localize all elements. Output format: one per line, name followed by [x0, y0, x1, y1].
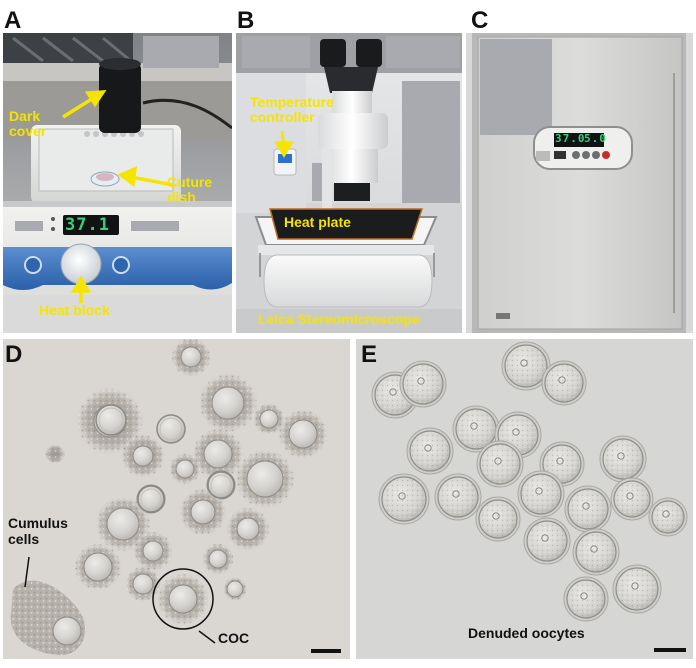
cumulus-oocyte-complex	[253, 403, 285, 435]
denuded-oocyte	[539, 441, 585, 487]
cumulus-oocyte-complex	[226, 507, 270, 551]
denuded-oocyte	[523, 517, 571, 565]
cumulus-oocyte-complex	[171, 339, 211, 377]
denuded-oocyte	[599, 435, 647, 483]
redaction-box	[143, 36, 219, 68]
cumulus-cells-label: Cumulus cells	[8, 515, 68, 548]
denuded-oocyte	[564, 485, 612, 533]
panel-e: Denuded oocytes	[356, 339, 693, 659]
scale-bar	[654, 648, 686, 652]
incubator-photo	[466, 33, 693, 333]
heat-block-label: Heat block	[39, 302, 110, 318]
oocyte	[156, 414, 186, 444]
dark-cover-label: Dark cover	[9, 108, 47, 139]
coc-micrograph	[3, 339, 350, 659]
denuded-oocyte	[610, 477, 654, 521]
panel-d: Cumulus cells COC	[3, 339, 350, 659]
redaction-box	[480, 39, 552, 135]
oocyte	[95, 404, 127, 436]
stereomicroscope-photo	[236, 33, 462, 333]
heat-plate-label: Heat plate	[284, 214, 351, 230]
denuded-oocyte	[501, 341, 551, 391]
cumulus-oocyte-complex	[133, 531, 173, 571]
panel-a-label: A	[4, 7, 22, 34]
denuded-oocyte	[572, 528, 620, 576]
cumulus-oocyte-complex	[192, 428, 244, 480]
denuded-oocyte-micrograph	[356, 339, 693, 659]
denuded-oocyte	[399, 360, 447, 408]
cumulus-oocyte-complex	[223, 577, 247, 601]
cumulus-oocyte-complex	[157, 573, 209, 625]
denuded-oocyte	[378, 473, 430, 525]
panel-d-label: D	[5, 341, 23, 368]
panel-c-label: C	[471, 7, 489, 34]
denuded-oocyte	[434, 473, 482, 521]
heat-block-photo	[3, 33, 232, 333]
denuded-oocyte	[648, 497, 688, 537]
oocyte	[137, 485, 165, 513]
coc-label: COC	[218, 630, 250, 646]
scale-bar	[311, 649, 341, 653]
cumulus-oocyte-complex	[202, 543, 234, 575]
cumulus-oocyte-complex	[125, 566, 161, 602]
incubator-temp-display: 37.0	[555, 132, 586, 145]
denuded-oocyte	[541, 360, 587, 406]
temperature-controller-label: Temperature controller	[250, 94, 334, 125]
denuded-oocyte	[517, 470, 565, 518]
denuded-oocyte	[452, 405, 500, 453]
cumulus-oocyte-complex	[95, 496, 151, 552]
denuded-oocyte	[406, 427, 454, 475]
redaction-box	[242, 36, 310, 68]
culture-dish-label: Cuture dish	[167, 174, 213, 205]
panel-a: 37.1 Dark cover Cuture dish Heat block	[3, 33, 232, 333]
panel-e-label: E	[361, 341, 378, 368]
denuded-oocyte	[563, 576, 609, 622]
incubator-co2-display: 5.0	[584, 132, 607, 145]
cumulus-oocyte-complex	[45, 444, 65, 464]
cumulus-oocyte-complex	[169, 453, 201, 485]
cumulus-oocyte-complex	[121, 434, 165, 478]
denuded-oocyte	[371, 371, 419, 419]
cumulus-oocyte-complex	[74, 543, 122, 591]
redaction-box	[386, 36, 460, 68]
denuded-oocytes-label: Denuded oocytes	[468, 625, 585, 641]
denuded-oocyte	[612, 564, 662, 614]
cumulus-oocyte-complex	[179, 488, 227, 536]
panel-b: Temperature controller Heat plate Leica …	[236, 33, 462, 333]
panel-c: 37.0 5.0	[466, 33, 693, 333]
oocyte	[207, 471, 235, 499]
redaction-box	[402, 81, 460, 203]
heat-block-display: 37.1	[65, 215, 110, 235]
stereomicroscope-label: Leica Stereomicroscope	[258, 311, 420, 327]
denuded-oocyte	[476, 440, 524, 488]
cumulus-oocyte-complex	[198, 373, 258, 433]
panel-b-label: B	[237, 7, 255, 34]
denuded-oocyte	[475, 496, 521, 542]
cumulus-oocyte-complex	[278, 409, 328, 459]
cumulus-oocyte-complex	[235, 449, 295, 509]
